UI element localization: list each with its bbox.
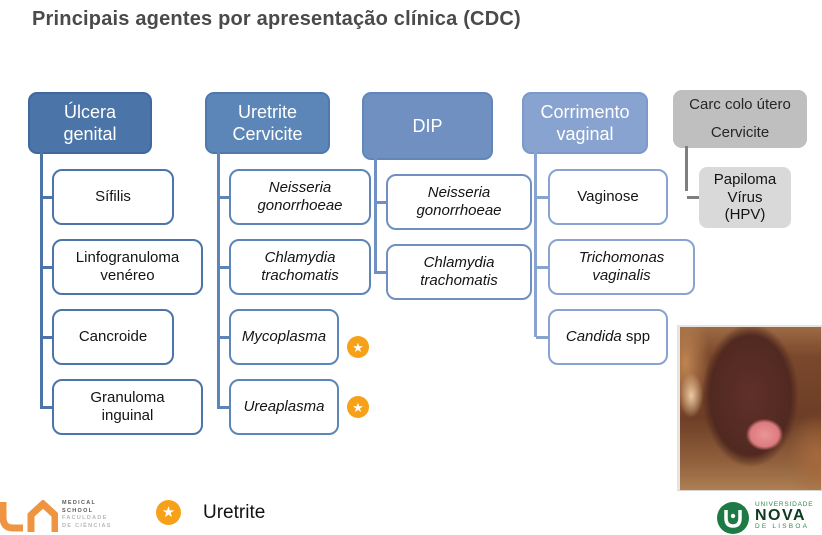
connector-trunk	[374, 158, 377, 272]
agent-row: Chlamydia trachomatis	[374, 244, 532, 300]
agent-label: Chlamydia trachomatis	[420, 254, 498, 289]
column-uretrite-cervicite: Uretrite Cervicite Neisseria gonorrhoeae…	[205, 92, 380, 435]
agent-row: Mycoplasma ★	[217, 309, 369, 365]
nova-logo-text: UNIVERSIDADE NOVA DE LISBOA	[755, 501, 813, 530]
agent-box-linfogranuloma: Linfogranuloma venéreo	[52, 239, 203, 295]
agent-label: Candida spp	[566, 328, 650, 346]
logo-text-line: FACULDADE	[62, 515, 108, 521]
nova-name-label: NOVA	[755, 507, 807, 524]
agent-box-cancroide: Cancroide	[52, 309, 174, 365]
column-title: DIP	[412, 115, 443, 136]
agent-label: Linfogranuloma venéreo	[75, 249, 180, 284]
column-children: Papiloma Vírus (HPV)	[687, 167, 791, 229]
connector-trunk	[685, 146, 688, 191]
column-header-uretrite-cervicite: Uretrite Cervicite	[205, 92, 330, 154]
agent-box-sifilis: Sífilis	[52, 169, 174, 225]
connector-trunk	[217, 152, 220, 407]
column-children: Neisseria gonorrhoeae Chlamydia trachoma…	[217, 169, 371, 435]
agent-box-granuloma-inguinal: Granuloma inguinal	[52, 379, 203, 435]
agent-row: Cancroide	[40, 309, 174, 365]
agent-label: Cancroide	[78, 328, 148, 346]
column-dip: DIP Neisseria gonorrhoeae Chlamydia trac…	[362, 92, 537, 300]
agent-box-chlamydia: Chlamydia trachomatis	[229, 239, 371, 295]
legend-label: Uretrite	[203, 501, 266, 523]
agent-box-mycoplasma: Mycoplasma	[229, 309, 339, 365]
page-title: Principais agentes por apresentação clín…	[32, 8, 521, 30]
agent-label: Sífilis	[95, 188, 131, 206]
column-header-carc-colo-utero: Carc colo útero Cervicite	[673, 90, 807, 148]
star-icon: ★	[347, 396, 369, 418]
agent-label: Chlamydia trachomatis	[261, 249, 339, 284]
column-corrimento-vaginal: Corrimento vaginal Vaginose Trichomonas …	[522, 92, 697, 365]
agent-box-neisseria: Neisseria gonorrhoeae	[229, 169, 371, 225]
agent-row: Neisseria gonorrhoeae	[374, 174, 532, 230]
column-title: Corrimento vaginal	[540, 101, 630, 145]
column-header-corrimento-vaginal: Corrimento vaginal	[522, 92, 648, 154]
star-icon: ★	[156, 500, 181, 525]
column-ulcera-genital: Úlcera genital Sífilis Linfogranuloma ve…	[28, 92, 203, 435]
star-glyph: ★	[352, 339, 364, 355]
nova-university-logo: UNIVERSIDADE NOVA DE LISBOA	[716, 501, 813, 535]
star-glyph: ★	[161, 504, 176, 521]
agent-label: Vaginose	[577, 188, 639, 206]
logo-text-line: DE CIÊNCIAS	[62, 522, 112, 529]
agent-box-candida-spp: Candida spp	[548, 309, 668, 365]
column-children: Vaginose Trichomonas vaginalis Candida s…	[536, 169, 695, 365]
connector-trunk	[40, 152, 43, 407]
agent-row: Trichomonas vaginalis	[536, 239, 695, 295]
agent-label-italic: Candida	[565, 328, 622, 346]
logo-text-line: SCHOOL	[62, 507, 94, 514]
clinical-photo-genital-ulcer	[677, 325, 822, 491]
agent-row: Candida spp	[536, 309, 668, 365]
column-title: Úlcera genital	[63, 101, 117, 145]
agent-label-suffix: spp	[621, 328, 651, 346]
agent-box-neisseria: Neisseria gonorrhoeae	[386, 174, 532, 230]
agent-box-papiloma-hpv: Papiloma Vírus (HPV)	[699, 167, 791, 229]
agent-box-chlamydia: Chlamydia trachomatis	[386, 244, 532, 300]
agent-label: Trichomonas vaginalis	[578, 249, 665, 284]
column-header-dip: DIP	[362, 92, 493, 160]
medical-school-logo-mark	[0, 500, 58, 532]
column-title: Uretrite Cervicite	[232, 101, 303, 145]
column-children: Sífilis Linfogranuloma venéreo Cancroide…	[40, 169, 203, 435]
agent-box-ureaplasma: Ureaplasma	[229, 379, 339, 435]
agent-row: Papiloma Vírus (HPV)	[687, 167, 791, 229]
agent-box-trichomonas: Trichomonas vaginalis	[548, 239, 695, 295]
agent-box-vaginose: Vaginose	[548, 169, 668, 225]
star-glyph: ★	[352, 399, 364, 415]
agent-label: Granuloma inguinal	[90, 389, 165, 424]
nova-de-lisboa-label: DE LISBOA	[755, 523, 810, 530]
agent-label: Neisseria gonorrhoeae	[416, 184, 502, 219]
agent-label: Papiloma Vírus (HPV)	[713, 171, 777, 224]
agent-row: Chlamydia trachomatis	[217, 239, 371, 295]
agent-label: Neisseria gonorrhoeae	[257, 179, 343, 214]
agent-row: Vaginose	[536, 169, 668, 225]
agent-row: Sífilis	[40, 169, 174, 225]
connector-trunk	[534, 152, 537, 337]
medical-school-logo: MEDICAL SCHOOL FACULDADE DE CIÊNCIAS	[0, 500, 112, 534]
medical-school-logo-text: MEDICAL SCHOOL FACULDADE DE CIÊNCIAS	[62, 500, 112, 534]
agent-row: Granuloma inguinal	[40, 379, 203, 435]
star-icon: ★	[347, 336, 369, 358]
agent-label: Mycoplasma	[241, 328, 327, 346]
agent-label: Ureaplasma	[243, 398, 325, 416]
logo-text-line: MEDICAL	[62, 500, 97, 506]
agent-row: Neisseria gonorrhoeae	[217, 169, 371, 225]
legend-uretrite: ★ Uretrite	[156, 500, 265, 525]
nova-logo-mark	[717, 502, 749, 534]
agent-row: Linfogranuloma venéreo	[40, 239, 203, 295]
column-children: Neisseria gonorrhoeae Chlamydia trachoma…	[374, 174, 532, 300]
column-header-ulcera-genital: Úlcera genital	[28, 92, 152, 154]
nova-universidade-label: UNIVERSIDADE	[755, 501, 814, 508]
agent-row: Ureaplasma ★	[217, 379, 369, 435]
column-carc-colo-utero: Carc colo útero Cervicite Papiloma Vírus…	[673, 90, 822, 229]
column-title: Carc colo útero Cervicite	[689, 95, 791, 142]
